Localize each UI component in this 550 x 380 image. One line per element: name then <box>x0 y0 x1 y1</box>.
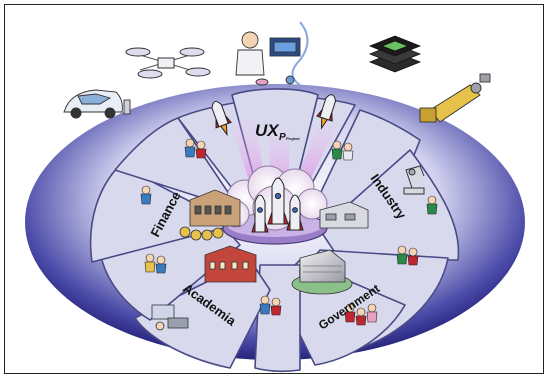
processor-chip-icon <box>368 35 422 73</box>
electric-car-icon <box>63 89 131 119</box>
uxp-logo: UX P Project <box>255 121 300 143</box>
person-pair-icon <box>396 245 419 266</box>
flying-rockets <box>211 94 337 137</box>
person-icon <box>140 185 152 205</box>
university-building-icon <box>204 245 257 283</box>
government-building-icon <box>291 249 353 295</box>
petal-bottom-left <box>134 259 271 369</box>
person-icon <box>426 195 438 215</box>
image-border <box>4 4 544 374</box>
rocket-icon <box>211 100 232 137</box>
logo-tiny: Project <box>286 136 300 141</box>
rocket-icon <box>316 94 337 130</box>
person-pair-icon <box>259 295 282 316</box>
factory-icon <box>319 201 369 229</box>
petal-left-upper <box>114 117 241 211</box>
industrial-robot-icon <box>419 73 491 123</box>
scientist-with-chip-icon <box>235 21 309 86</box>
computer-workstation-icon <box>151 304 189 331</box>
robot-arm-icon <box>403 165 425 195</box>
person-pair-icon <box>144 253 167 274</box>
drone-icon <box>125 47 211 79</box>
rocket-icon <box>251 194 269 233</box>
logo-sub: P <box>279 132 286 143</box>
rocket-icon <box>267 177 289 225</box>
petal-right <box>319 149 460 261</box>
central-rockets <box>251 177 304 233</box>
person-pair-icon <box>184 138 207 159</box>
logo-main: UX <box>255 121 280 140</box>
people-figures <box>140 138 438 326</box>
bank-building-icon <box>179 189 241 241</box>
person-group-icon <box>344 303 378 326</box>
person-pair-icon <box>331 140 354 161</box>
rocket-icon <box>286 194 304 231</box>
